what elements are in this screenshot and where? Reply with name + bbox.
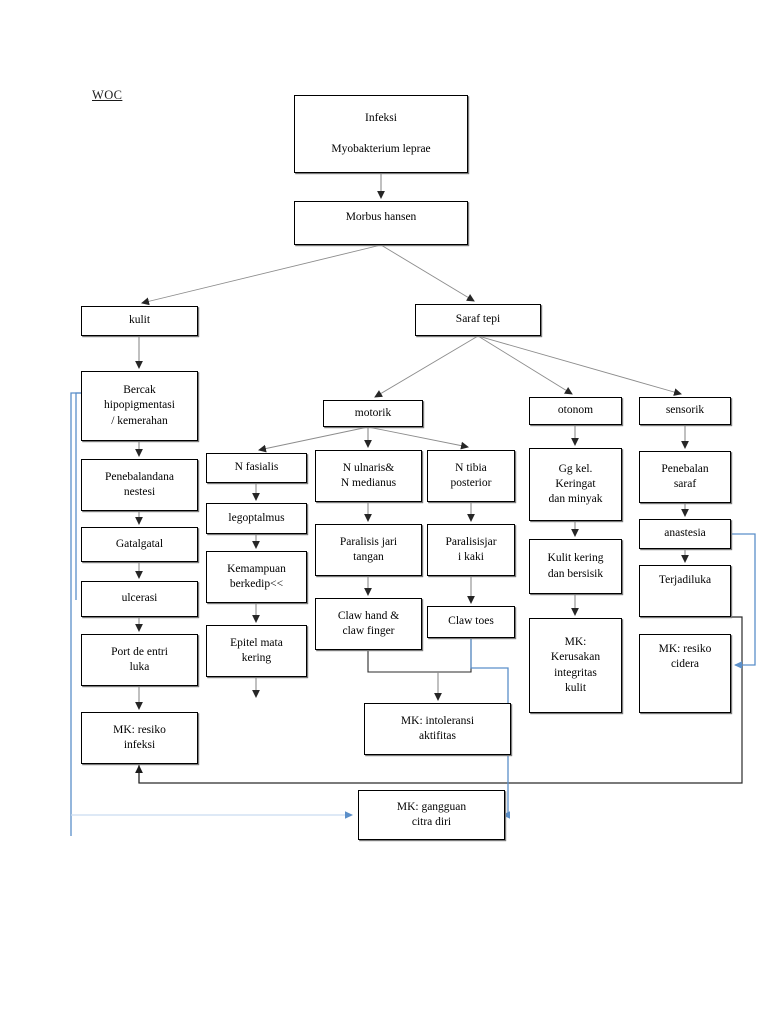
edge-morbus-saraftepi xyxy=(380,244,475,302)
edge-clawhand-elbow xyxy=(367,650,438,673)
node-anastesia[interactable]: anastesia xyxy=(639,519,731,549)
node-kulit[interactable]: kulit xyxy=(81,306,198,336)
node-port-de-entri-luka[interactable]: Port de entri luka xyxy=(81,634,198,686)
node-otonom[interactable]: otonom xyxy=(529,397,622,425)
node-claw-hand-finger[interactable]: Claw hand & claw finger xyxy=(315,598,422,650)
edge-motorik-tibia xyxy=(367,426,469,450)
node-paralisis-jari-kaki[interactable]: Paralisisjar i kaki xyxy=(427,524,515,576)
node-gatalgatal[interactable]: Gatalgatal xyxy=(81,527,198,562)
node-mk-gangguan-citra-diri[interactable]: MK: gangguan citra diri xyxy=(358,790,505,840)
edge-saraftepi-otonom xyxy=(477,335,573,395)
node-motorik[interactable]: motorik xyxy=(323,400,423,427)
node-legoptalmus[interactable]: legoptalmus xyxy=(206,503,307,534)
page-title: WOC xyxy=(92,88,123,102)
edge-morbus-kulit xyxy=(141,244,382,306)
node-mk-resiko-cidera[interactable]: MK: resiko cidera xyxy=(639,634,731,713)
node-n-tibia-posterior[interactable]: N tibia posterior xyxy=(427,450,515,502)
node-saraf-tepi[interactable]: Saraf tepi xyxy=(415,304,541,336)
node-kemampuan-berkedip[interactable]: Kemampuan berkedip<< xyxy=(206,551,307,603)
node-terjadi-luka[interactable]: Terjadiluka xyxy=(639,565,731,617)
node-epitel-mata-kering[interactable]: Epitel mata kering xyxy=(206,625,307,677)
node-infeksi[interactable]: Infeksi Myobakterium leprae xyxy=(294,95,468,173)
edge-saraftepi-sensorik xyxy=(477,335,682,396)
node-paralisis-jari-tangan[interactable]: Paralisis jari tangan xyxy=(315,524,422,576)
node-ulcerasi[interactable]: ulcerasi xyxy=(81,581,198,617)
node-penebalan-dan-anestesi[interactable]: Penebalandana nestesi xyxy=(81,459,198,511)
node-morbus-hansen[interactable]: Morbus hansen xyxy=(294,201,468,245)
node-mk-resiko-infeksi[interactable]: MK: resiko infeksi xyxy=(81,712,198,764)
edge-saraftepi-motorik xyxy=(374,335,479,398)
node-n-ulnaris-medianus[interactable]: N ulnaris& N medianus xyxy=(315,450,422,502)
node-bercak-hipopigmentasi[interactable]: Bercak hipopigmentasi / kemerahan xyxy=(81,371,198,441)
node-mk-kerusakan-integritas-kulit[interactable]: MK: Kerusakan integritas kulit xyxy=(529,618,622,713)
node-gg-kel-keringat[interactable]: Gg kel. Keringat dan minyak xyxy=(529,448,622,521)
node-sensorik[interactable]: sensorik xyxy=(639,397,731,425)
edge-motorik-fasialis xyxy=(258,426,369,453)
edge-terjadiluka-right xyxy=(731,616,743,668)
edge-anastesia-to-mkcidera xyxy=(731,533,756,669)
node-claw-toes[interactable]: Claw toes xyxy=(427,606,515,638)
node-kulit-kering-bersisik[interactable]: Kulit kering dan bersisik xyxy=(529,539,622,594)
node-n-fasialis[interactable]: N fasialis xyxy=(206,453,307,483)
edge-bercak-blue-down xyxy=(70,392,81,836)
node-mk-intoleransi-aktifitas[interactable]: MK: intoleransi aktifitas xyxy=(364,703,511,755)
node-penebalan-saraf[interactable]: Penebalan saraf xyxy=(639,451,731,503)
edge-clawtoes-elbow xyxy=(438,638,472,673)
